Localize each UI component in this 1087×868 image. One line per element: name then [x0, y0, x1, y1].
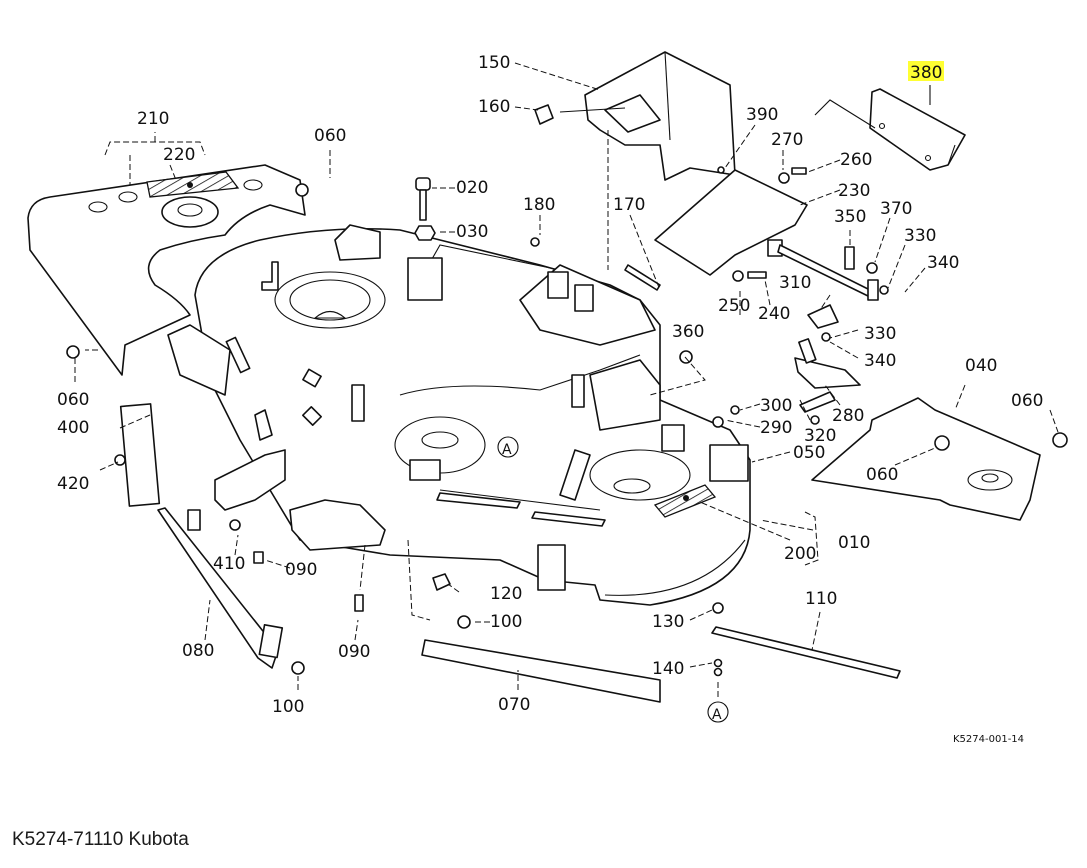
callout-380[interactable]: 380 — [910, 63, 942, 83]
callout-130[interactable]: 130 — [652, 612, 684, 632]
rails — [119, 403, 901, 703]
callout-010[interactable]: 010 — [838, 533, 870, 553]
ref-marker-a: A — [497, 436, 519, 458]
callout-390[interactable]: 390 — [746, 105, 778, 125]
callout-220[interactable]: 220 — [163, 145, 195, 165]
callout-420[interactable]: 420 — [57, 474, 89, 494]
callout-270[interactable]: 270 — [771, 130, 803, 150]
belt-guard-cover — [584, 51, 736, 181]
callout-090[interactable]: 090 — [338, 642, 370, 662]
callout-200[interactable]: 200 — [784, 544, 816, 564]
callout-280[interactable]: 280 — [832, 406, 864, 426]
callout-060[interactable]: 060 — [1011, 391, 1043, 411]
callout-060[interactable]: 060 — [866, 465, 898, 485]
callout-170[interactable]: 170 — [613, 195, 645, 215]
callout-360[interactable]: 360 — [672, 322, 704, 342]
ref-marker-a-label: A — [502, 442, 512, 458]
callout-080[interactable]: 080 — [182, 641, 214, 661]
drawing-reference-code: K5274-001-14 — [953, 734, 1024, 745]
callout-370[interactable]: 370 — [880, 199, 912, 219]
left-belt-cover — [27, 164, 306, 376]
callout-350[interactable]: 350 — [834, 207, 866, 227]
callout-340[interactable]: 340 — [927, 253, 959, 273]
callout-040[interactable]: 040 — [965, 356, 997, 376]
callout-160[interactable]: 160 — [478, 97, 510, 117]
callout-100[interactable]: 100 — [490, 612, 522, 632]
callout-120[interactable]: 120 — [490, 584, 522, 604]
part-number-caption: K5274-71110 Kubota — [12, 829, 189, 850]
callout-020[interactable]: 020 — [456, 178, 488, 198]
callout-210[interactable]: 210 — [137, 109, 169, 129]
ref-marker-a-label: A — [712, 707, 722, 723]
callout-050[interactable]: 050 — [793, 443, 825, 463]
highlight-380 — [908, 61, 944, 81]
callout-labels: 210 220 060 060 020 030 150 160 180 170 … — [57, 53, 1043, 745]
callout-340[interactable]: 340 — [864, 351, 896, 371]
fasteners — [66, 104, 1068, 677]
mower-deck — [167, 224, 751, 606]
callout-060[interactable]: 060 — [314, 126, 346, 146]
callout-060[interactable]: 060 — [57, 390, 89, 410]
callout-400[interactable]: 400 — [57, 418, 89, 438]
lift-plate-assembly — [654, 169, 879, 413]
callout-410[interactable]: 410 — [213, 554, 245, 574]
parts-diagram: 210 220 060 060 020 030 150 160 180 170 … — [27, 51, 1068, 745]
callout-150[interactable]: 150 — [478, 53, 510, 73]
ref-marker-a: A — [707, 701, 729, 723]
callout-090[interactable]: 090 — [285, 560, 317, 580]
callout-070[interactable]: 070 — [498, 695, 530, 715]
callout-100[interactable]: 100 — [272, 697, 304, 717]
callout-330[interactable]: 330 — [904, 226, 936, 246]
leader-lines — [74, 62, 1059, 700]
callout-260[interactable]: 260 — [840, 150, 872, 170]
callout-320[interactable]: 320 — [804, 426, 836, 446]
part-380-cover — [869, 88, 966, 171]
callout-230[interactable]: 230 — [838, 181, 870, 201]
callout-290[interactable]: 290 — [760, 418, 792, 438]
callout-310[interactable]: 310 — [779, 273, 811, 293]
right-belt-cover — [811, 397, 1041, 521]
callout-250[interactable]: 250 — [718, 296, 750, 316]
callout-140[interactable]: 140 — [652, 659, 684, 679]
callout-300[interactable]: 300 — [760, 396, 792, 416]
callout-030[interactable]: 030 — [456, 222, 488, 242]
callout-240[interactable]: 240 — [758, 304, 790, 324]
callout-180[interactable]: 180 — [523, 195, 555, 215]
callout-110[interactable]: 110 — [805, 589, 837, 609]
callout-330[interactable]: 330 — [864, 324, 896, 344]
